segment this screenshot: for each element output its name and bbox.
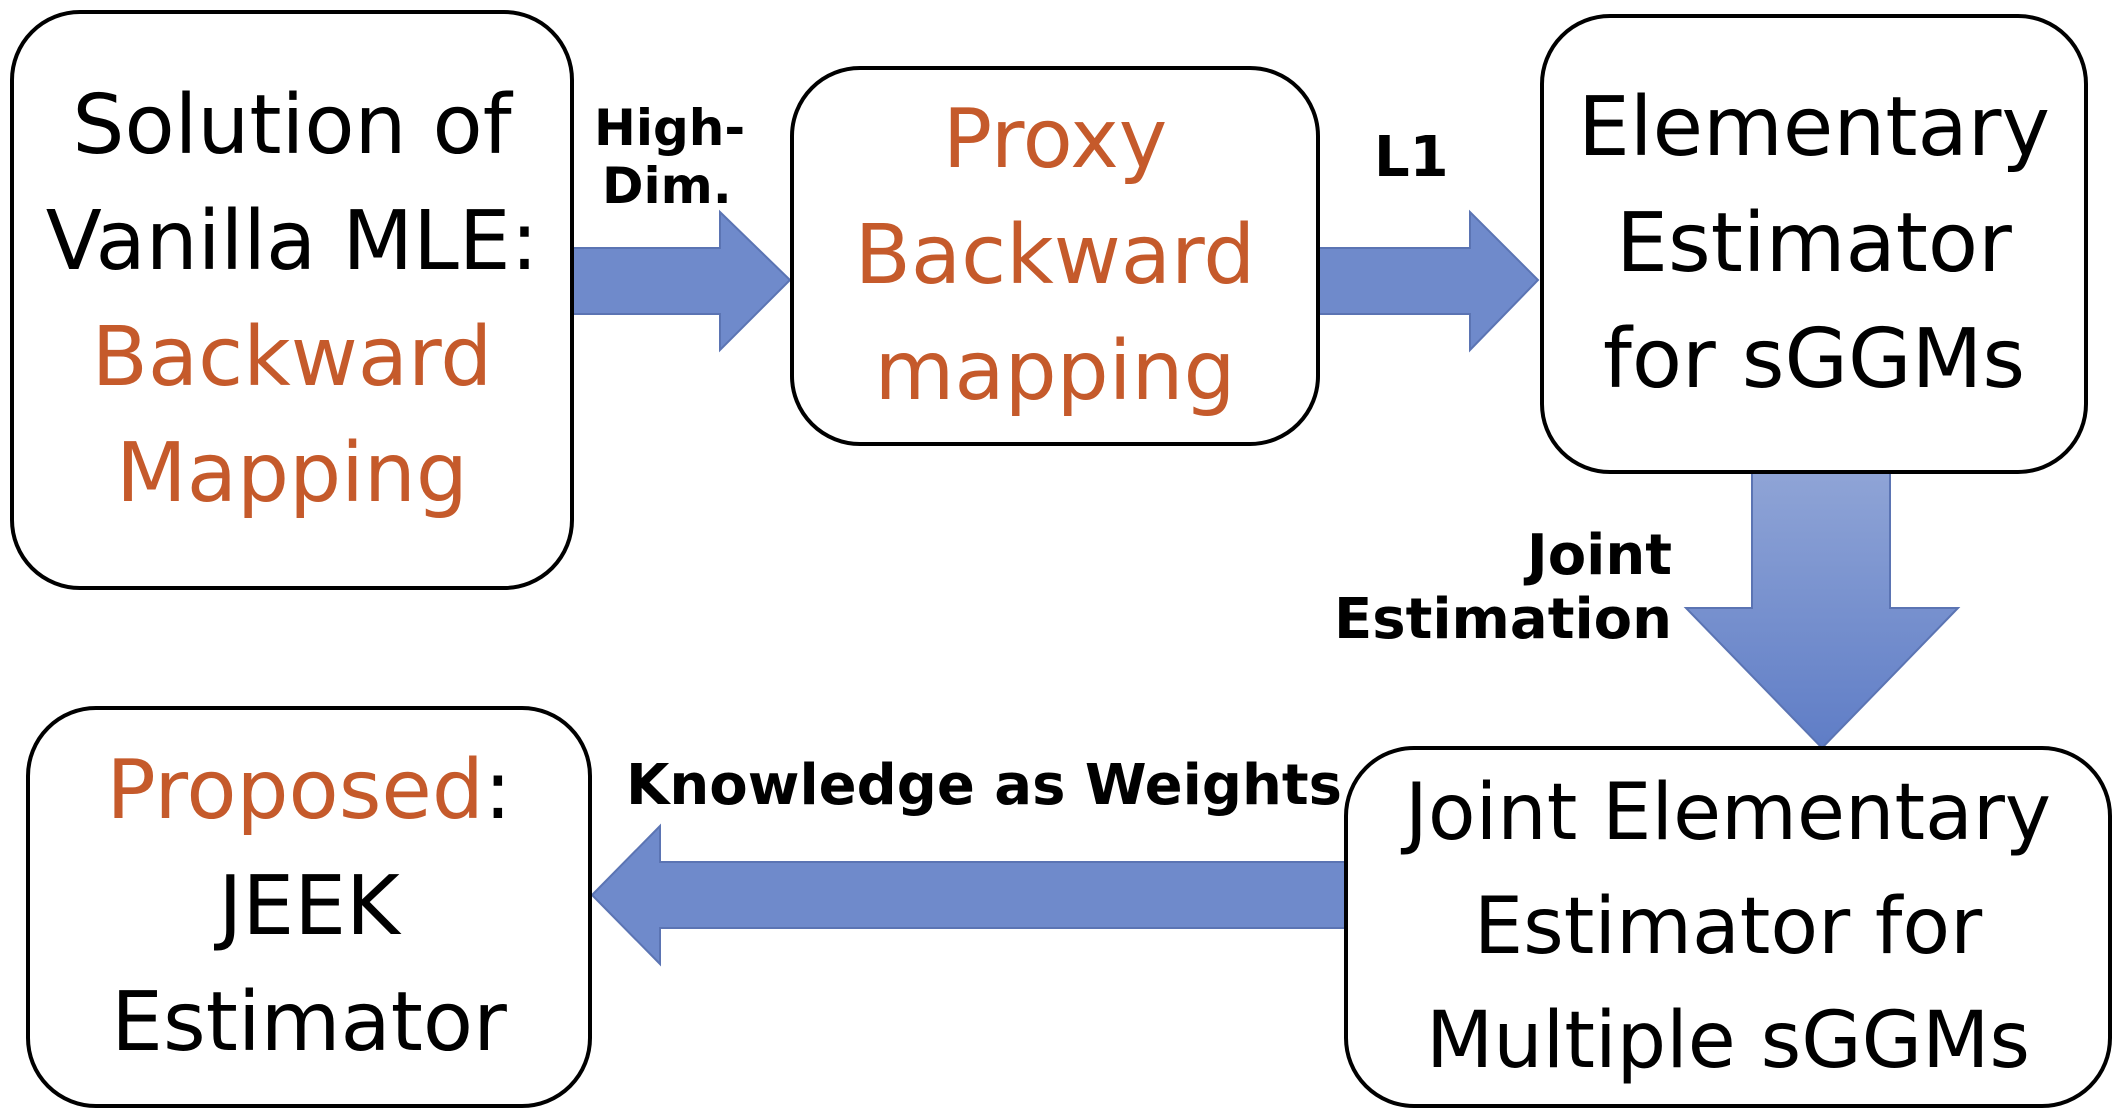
edge-label-l1: L1	[1374, 125, 1449, 190]
node-elementary-estimator: Elementary Estimator for sGGMs	[1540, 14, 2088, 474]
node-joint-elementary-line2: Estimator for	[1473, 882, 1983, 972]
node-proposed-jeek-line1: Proposed:	[106, 733, 511, 849]
arrow-proxy-to-elementary	[1317, 209, 1540, 353]
node-proposed-jeek-line2: JEEK	[218, 859, 400, 954]
edge-label-high-dim-line2: Dim.	[602, 156, 732, 215]
arrow-elementary-to-joint	[1683, 471, 1961, 750]
edge-label-joint-estimation-line1: Joint	[1526, 523, 1672, 588]
node-vanilla-mle-line4: Mapping	[116, 426, 468, 521]
node-vanilla-mle-line1: Solution of	[72, 78, 512, 173]
node-joint-elementary-line3: Multiple sGGMs	[1425, 996, 2031, 1086]
node-proposed-jeek-line3: Estimator	[111, 975, 507, 1070]
node-joint-elementary: Joint Elementary Estimator for Multiple …	[1344, 746, 2112, 1108]
node-proposed-jeek-colon: :	[483, 743, 512, 838]
edge-label-knowledge-as-weights: Knowledge as Weights	[626, 753, 1342, 818]
edge-label-high-dim: High- Dim.	[594, 99, 746, 215]
node-vanilla-mle-line2: Vanilla MLE:	[45, 194, 539, 289]
node-proxy-backward-line3: mapping	[874, 324, 1236, 419]
node-joint-elementary-line1: Joint Elementary	[1404, 768, 2052, 858]
node-vanilla-mle-line3: Backward	[91, 310, 493, 405]
node-proposed-jeek: Proposed: JEEK Estimator	[26, 706, 592, 1108]
node-elementary-estimator-line1: Elementary	[1578, 80, 2050, 175]
arrow-vanilla-to-proxy	[569, 209, 792, 353]
arrow-joint-to-proposed	[590, 823, 1347, 967]
edge-label-high-dim-line1: High-	[594, 99, 746, 157]
node-proxy-backward-line2: Backward	[854, 208, 1256, 303]
node-elementary-estimator-line3: for sGGMs	[1602, 312, 2026, 407]
node-proxy-backward: Proxy Backward mapping	[790, 66, 1320, 446]
node-proxy-backward-line1: Proxy	[942, 92, 1168, 187]
edge-label-joint-estimation: Joint Estimation	[1332, 523, 1672, 653]
node-elementary-estimator-line2: Estimator	[1616, 196, 2012, 291]
node-proposed-jeek-accent: Proposed	[106, 743, 484, 838]
edge-label-joint-estimation-line2: Estimation	[1334, 587, 1672, 653]
node-vanilla-mle: Solution of Vanilla MLE: Backward Mappin…	[10, 10, 574, 590]
